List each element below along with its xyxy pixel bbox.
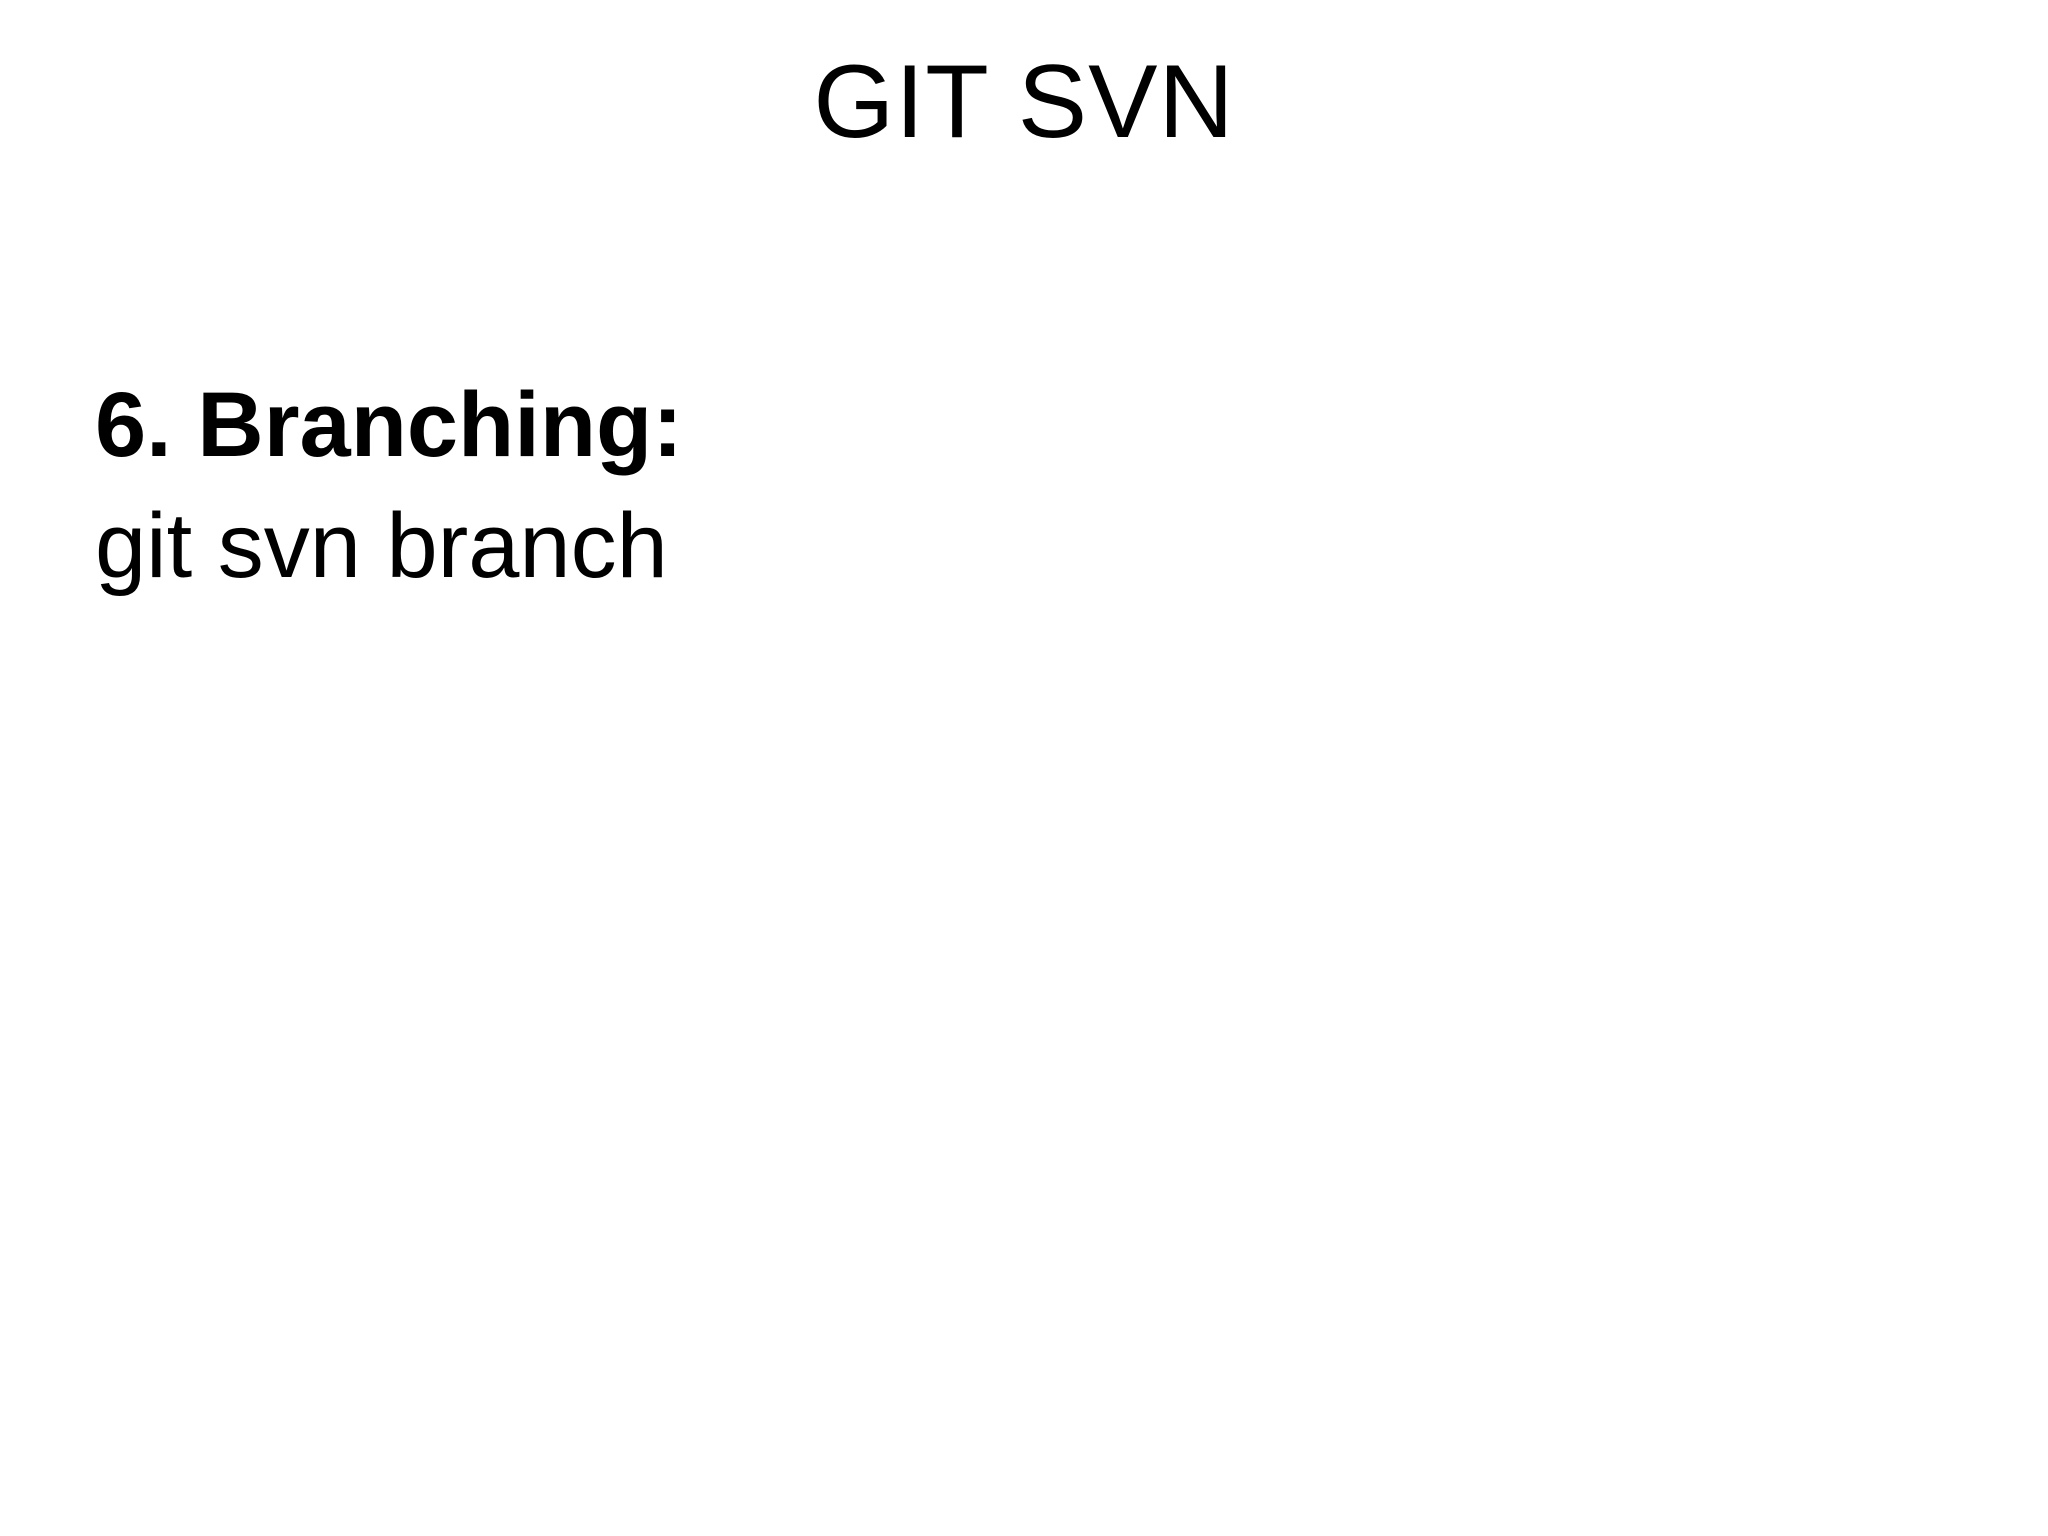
- section-heading: 6. Branching:: [95, 374, 683, 476]
- command-text: git svn branch: [95, 495, 668, 598]
- slide-title: GIT SVN: [813, 44, 1235, 160]
- slide-body: 6. Branching: git svn branch: [95, 365, 683, 608]
